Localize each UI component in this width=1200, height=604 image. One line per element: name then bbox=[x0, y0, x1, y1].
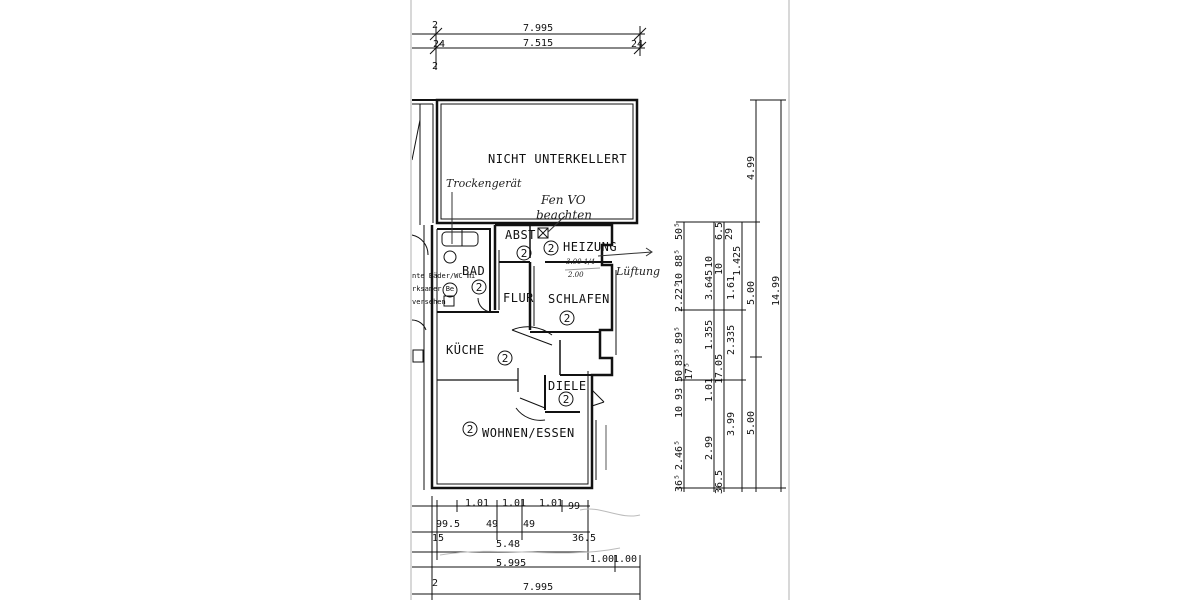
right-dim-col2-3: 1.01 bbox=[704, 378, 715, 402]
handwritten-marks bbox=[439, 192, 653, 556]
room-bad: BAD bbox=[462, 264, 485, 278]
right-dim-col2-2: 1.355 bbox=[704, 320, 715, 350]
right-dim-col1-9: 36⁵ bbox=[674, 474, 685, 492]
room-marker-labels: 2 2 2 2 2 2 2 bbox=[467, 242, 571, 436]
marker-diele: 2 bbox=[563, 393, 570, 406]
marker-kueche: 2 bbox=[502, 352, 509, 365]
marker-heizung: 2 bbox=[548, 242, 555, 255]
right-dim-col6-0: 4.99 bbox=[746, 156, 757, 180]
right-dimension-lines bbox=[676, 99, 786, 492]
left-cut-notes: nte Bäder/WC mi rksamer Be versehen bbox=[412, 272, 475, 306]
note-fen-vo-2: beachten bbox=[536, 208, 592, 222]
right-dim-col2-1: 3.645 bbox=[704, 270, 715, 300]
right-dim-col3-0: 6.5 bbox=[714, 222, 725, 240]
door-swings bbox=[477, 297, 553, 421]
right-dim-col3-4: 17.05 bbox=[714, 354, 725, 384]
handwritten-notes: Trockengerät Fen VO beachten Lüftung 3.0… bbox=[446, 177, 660, 279]
room-labels: NICHT UNTERKELLERT ABST HEIZUNG BAD FLUR… bbox=[446, 152, 627, 440]
bottom-dimension-lines bbox=[412, 496, 641, 600]
bottom-dim-2-b: 49 bbox=[486, 519, 498, 530]
bottom-dim-4-right-b: 1.00 bbox=[613, 554, 637, 565]
right-dim-col1-7: 10 93 bbox=[674, 388, 685, 418]
bottom-dim-1-b: 1.01 bbox=[502, 498, 526, 509]
right-dim-col1-6: 17⁵ bbox=[684, 362, 695, 380]
note-trockengeraet: Trockengerät bbox=[446, 177, 522, 190]
room-diele: DIELE bbox=[548, 379, 587, 393]
right-dim-col3-1: 10 bbox=[714, 263, 725, 275]
left-note-3: versehen bbox=[412, 298, 446, 306]
bottom-dim-3-value: 5.48 bbox=[496, 539, 520, 550]
right-dim-col2-0: 10 bbox=[704, 256, 715, 268]
right-dim-col5-0: 5.00 bbox=[746, 281, 757, 305]
bottom-dim-2-a: 99.5 bbox=[436, 519, 460, 530]
bathroom-fixtures bbox=[441, 227, 549, 307]
right-dimension-text: 50⁵ 10 88⁵ 2.22⁵ 89⁵ 83⁵ 50 17⁵ 10 93 2.… bbox=[674, 156, 782, 494]
bottom-dim-4-value: 5.995 bbox=[496, 558, 526, 569]
top-dim-1-left: 2 bbox=[432, 20, 438, 31]
right-dim-col4-1: 1.425 bbox=[732, 246, 743, 276]
bottom-dimension-text: 1.01 1.01 1.01 99 99.5 49 49 15 5.48 36.… bbox=[432, 498, 637, 593]
top-dim-2-left: 24 bbox=[433, 39, 445, 50]
bottom-dim-1-d: 99 bbox=[568, 501, 580, 512]
walls bbox=[412, 98, 639, 490]
marker-bad: 2 bbox=[476, 281, 483, 294]
right-dim-col1-1: 10 88⁵ bbox=[674, 249, 685, 285]
bottom-dim-5-value: 7.995 bbox=[523, 582, 553, 593]
right-dim-col1-8: 2.46⁵ bbox=[674, 440, 685, 470]
top-dimension-lines bbox=[412, 26, 647, 70]
right-dim-col4-0: 29 bbox=[724, 228, 735, 240]
marker-schlafen: 2 bbox=[564, 312, 571, 325]
room-markers bbox=[462, 240, 575, 437]
marker-abst: 2 bbox=[521, 247, 528, 260]
bottom-dim-1-c: 1.01 bbox=[539, 498, 563, 509]
note-pencil-2: 2.00 bbox=[567, 271, 584, 279]
right-dim-col1-4: 83⁵ bbox=[674, 348, 685, 366]
paper-left-edge bbox=[410, 0, 412, 600]
bottom-dim-4-right-a: 1.00 bbox=[590, 554, 614, 565]
right-dim-col3-3: 2.335 bbox=[726, 325, 737, 355]
right-dim-col1-5: 50 bbox=[674, 370, 685, 382]
bottom-dim-5-left: 2 bbox=[432, 578, 438, 589]
right-dim-col1-2: 2.22⁵ bbox=[674, 282, 685, 312]
left-note-2: rksamer Be bbox=[412, 285, 454, 293]
room-schlafen: SCHLAFEN bbox=[548, 292, 610, 306]
right-dim-col3-5: 3.99 bbox=[726, 412, 737, 436]
bottom-dim-3-left: 15 bbox=[432, 533, 444, 544]
right-dim-col3-6: 36.5 bbox=[714, 470, 725, 494]
room-abst: ABST bbox=[505, 228, 536, 242]
left-note-1: nte Bäder/WC mi bbox=[412, 272, 475, 280]
top-dimension-text: 2 7.995 24 7.515 24 2 bbox=[432, 20, 643, 72]
room-flur: FLUR bbox=[503, 291, 534, 305]
top-dim-2-right: 24 bbox=[631, 39, 643, 50]
marker-wohnen: 2 bbox=[467, 423, 474, 436]
right-dim-col1-3: 89⁵ bbox=[674, 326, 685, 344]
right-dim-col7-0: 14.99 bbox=[771, 276, 782, 306]
right-dim-col1-0: 50⁵ bbox=[674, 222, 685, 240]
bottom-dim-2-c: 49 bbox=[523, 519, 535, 530]
right-dim-col5-1: 5.00 bbox=[746, 411, 757, 435]
top-dim-3-left: 2 bbox=[432, 61, 438, 72]
bottom-dim-3-right: 36.5 bbox=[572, 533, 596, 544]
top-dim-1-value: 7.995 bbox=[523, 23, 553, 34]
room-nicht-unterkellert: NICHT UNTERKELLERT bbox=[488, 152, 627, 166]
note-fen-vo-1: Fen VO bbox=[540, 193, 586, 207]
room-heizung: HEIZUNG bbox=[563, 240, 617, 254]
neighbour-stair-fragments bbox=[411, 119, 429, 363]
note-pencil-1: 3.00 1/4 bbox=[566, 258, 595, 266]
room-kueche: KÜCHE bbox=[446, 341, 485, 357]
room-wohnen-essen: WOHNEN/ESSEN bbox=[482, 426, 575, 440]
paper-right-edge bbox=[788, 0, 790, 600]
top-dim-2-value: 7.515 bbox=[523, 38, 553, 49]
right-dim-col2-4: 2.99 bbox=[704, 436, 715, 460]
note-lueftung: Lüftung bbox=[615, 265, 660, 278]
bottom-dim-1-a: 1.01 bbox=[465, 498, 489, 509]
right-dim-col3-2: 1.61 bbox=[726, 276, 737, 300]
